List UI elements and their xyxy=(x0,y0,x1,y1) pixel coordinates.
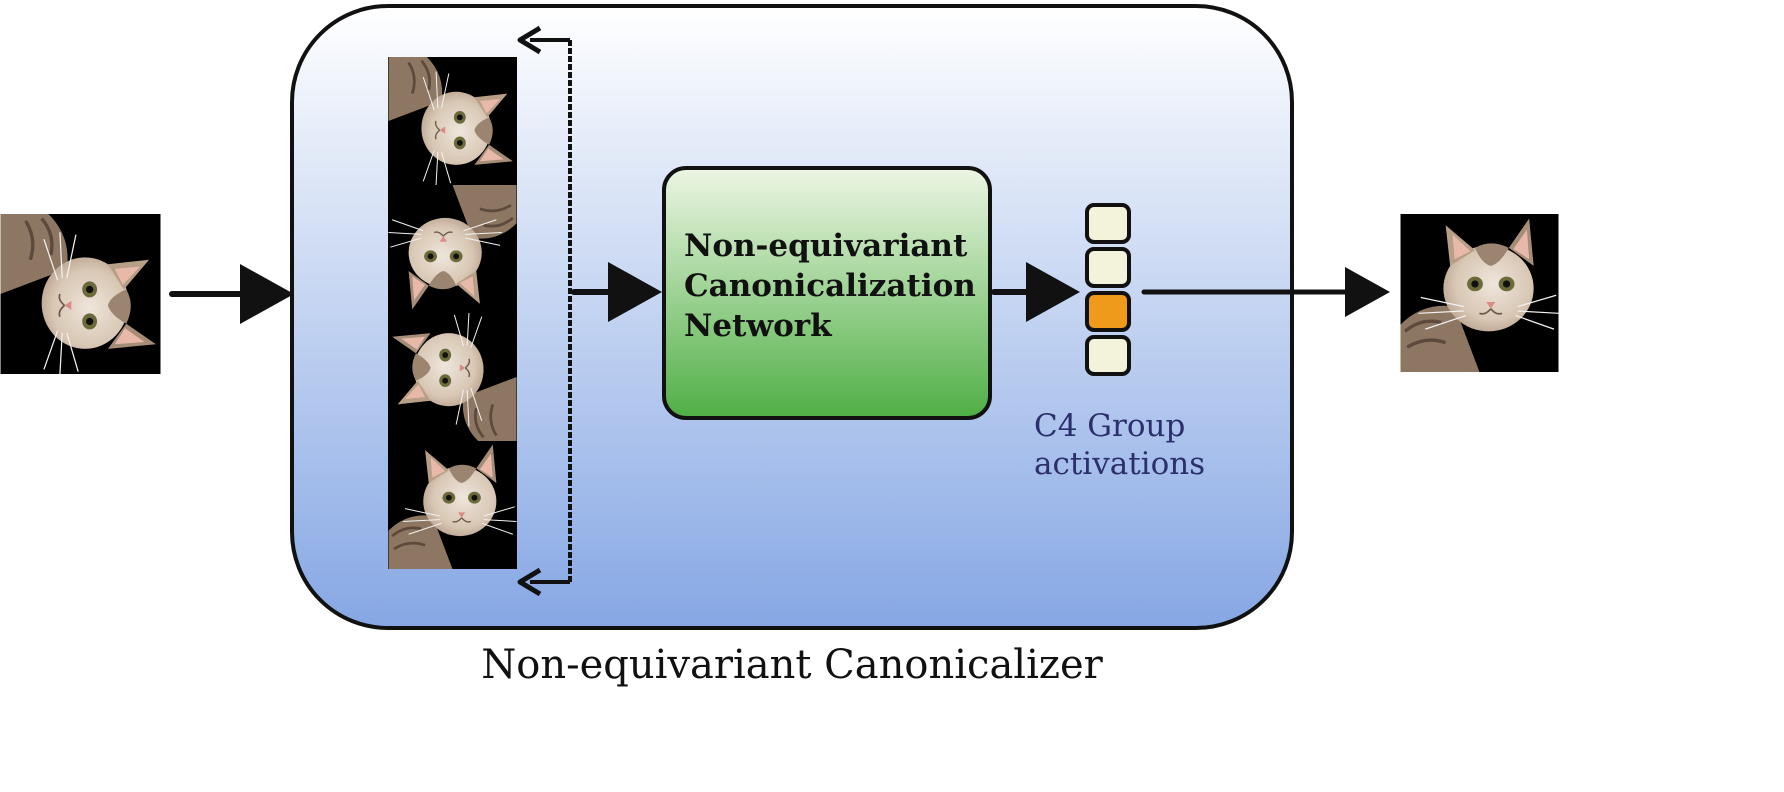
activation-label-line-2: activations xyxy=(1034,446,1205,482)
rotated-cat-0 xyxy=(388,57,517,185)
activation-cell xyxy=(1085,203,1131,244)
activation-label: C4 Group activations xyxy=(1034,408,1205,482)
rotation-stack xyxy=(388,57,517,569)
activation-label-line-1: C4 Group xyxy=(1034,408,1185,444)
canonicalizer-caption: Non-equivariant Canonicalizer xyxy=(481,642,1103,688)
network-label-line-3: Network xyxy=(684,308,833,344)
input-cat-image xyxy=(0,214,161,374)
activation-cell xyxy=(1085,335,1131,376)
network-label: Non-equivariant Canonicalization Network xyxy=(684,228,987,344)
activation-cell xyxy=(1085,247,1131,288)
rotated-cat-1 xyxy=(388,185,517,313)
network-label-line-2: Canonicalization xyxy=(684,268,976,304)
activation-cell-highlighted xyxy=(1085,291,1131,332)
rotated-cat-3 xyxy=(388,441,517,569)
stack-bracket xyxy=(517,25,572,597)
activation-vector xyxy=(1085,203,1131,376)
output-cat-image xyxy=(1400,214,1559,372)
network-label-line-1: Non-equivariant xyxy=(684,228,968,264)
rotated-cat-2 xyxy=(388,313,517,441)
canonicalization-network-box xyxy=(662,166,992,420)
